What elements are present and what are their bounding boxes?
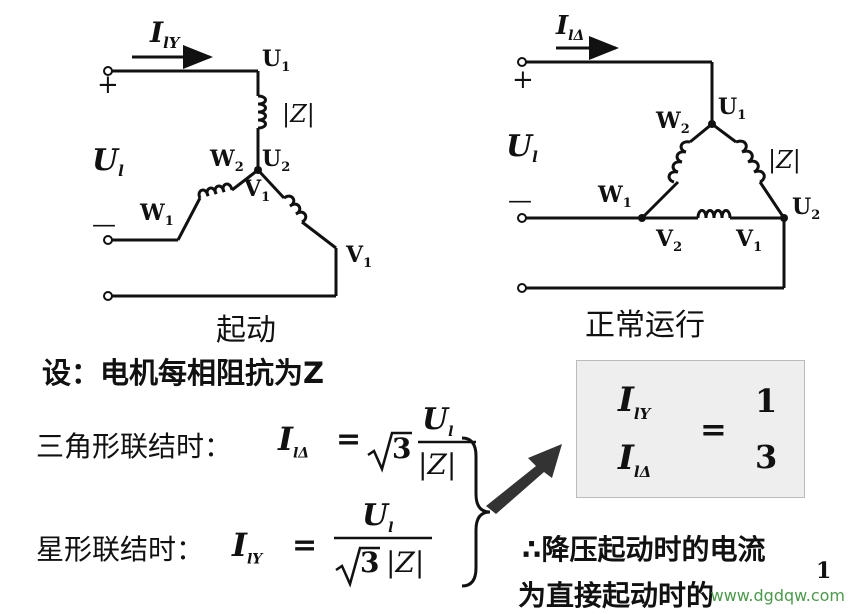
- delta-node-right: [780, 214, 788, 222]
- current-label-delta: IlΔ: [555, 11, 584, 44]
- sqrt-sign-delta: [367, 431, 412, 473]
- delta-formula-num: Ul: [422, 402, 454, 440]
- terminal-top: [517, 57, 527, 67]
- conclusion-line1: ∴降压起动时的电流: [522, 533, 766, 566]
- w-lead: [231, 168, 259, 192]
- voltage-label: Ul: [506, 129, 538, 166]
- plus-sign: +: [512, 65, 534, 95]
- coil-v: [696, 209, 732, 219]
- node-w2: W2: [655, 108, 690, 137]
- w1-lead: [640, 180, 680, 220]
- u2-lead: [758, 181, 786, 219]
- terminal-top: [103, 66, 113, 76]
- node-u1: U1: [718, 94, 746, 123]
- minus-sign: —: [508, 186, 532, 214]
- delta-formula-sqrt3: 3: [392, 432, 412, 465]
- node-u1: U1: [262, 46, 290, 75]
- node-v1: V1: [735, 226, 762, 255]
- node-w2: W2: [209, 146, 244, 175]
- ratio-box: [576, 360, 805, 498]
- caption-normal: 正常运行: [585, 308, 705, 343]
- coil-u: [257, 94, 267, 130]
- w1-lead: [176, 197, 202, 241]
- node-w1: W1: [139, 200, 174, 229]
- terminal-mid: [103, 235, 113, 245]
- delta-node-top: [708, 120, 716, 128]
- impedance-label: |Z|: [282, 100, 315, 129]
- star-formula-den: |Z|: [386, 546, 425, 579]
- curly-brace: [461, 436, 491, 588]
- terminal-bottom: [517, 283, 527, 293]
- delta-node-left: [638, 214, 646, 222]
- ratio-eq: =: [700, 410, 727, 448]
- node-v1: V1: [345, 242, 372, 271]
- coil-w: [197, 182, 234, 199]
- ratio-value-den: 3: [755, 438, 778, 476]
- star-formula-sqrt3: 3: [360, 546, 380, 579]
- assumption-text: 设：电机每相阻抗为Z: [42, 356, 325, 390]
- plus-sign: +: [97, 70, 119, 100]
- watermark: www.dgdqw.com: [710, 586, 845, 605]
- delta-formula-eq: =: [336, 422, 362, 457]
- star-label: 星形联结时：: [36, 533, 205, 566]
- delta-circuit: [522, 36, 786, 290]
- caption-start: 起动: [216, 313, 276, 348]
- star-circuit: [108, 45, 338, 298]
- star-neutral-node: [254, 166, 262, 174]
- star-formula-lhs: IlY: [232, 526, 263, 568]
- current-label-star: IlY: [149, 16, 181, 52]
- ratio-numerator: IlY: [618, 380, 651, 423]
- delta-formula-lhs: IlΔ: [278, 420, 310, 462]
- minus-sign: —: [92, 210, 116, 238]
- coil-v: [283, 194, 308, 224]
- node-v2: V2: [655, 226, 682, 255]
- result-arrow: [486, 444, 562, 514]
- w2-lead: [689, 122, 713, 144]
- ratio-denominator: IlΔ: [618, 438, 652, 481]
- coil-w: [667, 140, 691, 184]
- node-v1-center: V1: [243, 176, 270, 205]
- coil-u: [735, 139, 766, 184]
- sqrt-sign-star: [335, 546, 380, 588]
- v1-lead: [301, 220, 337, 250]
- terminal-mid: [517, 213, 527, 223]
- delta-formula-den: |Z|: [418, 448, 457, 481]
- u1-coil-lead: [711, 122, 737, 144]
- v-lead: [256, 168, 286, 200]
- node-u2: U2: [262, 146, 290, 175]
- conclusion-line2: 为直接起动时的: [518, 579, 715, 612]
- star-formula-num: Ul: [362, 498, 394, 536]
- node-u2: U2: [792, 194, 820, 223]
- terminal-bottom: [103, 291, 113, 301]
- node-w1: W1: [597, 182, 632, 211]
- ratio-value-num: 1: [755, 382, 778, 420]
- voltage-label: Ul: [92, 143, 124, 180]
- star-formula-eq: =: [292, 528, 318, 563]
- impedance-label: |Z|: [768, 146, 801, 175]
- delta-label: 三角形联结时：: [36, 430, 233, 463]
- conclusion-fraction-num: 1: [816, 558, 832, 584]
